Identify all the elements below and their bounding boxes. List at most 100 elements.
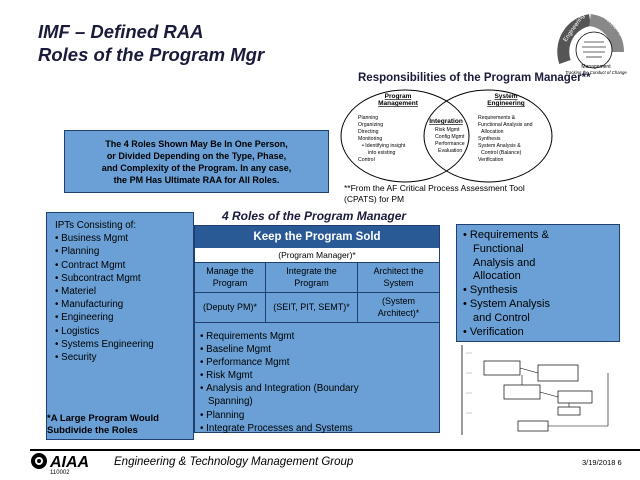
ipts-item: Systems Engineering xyxy=(55,338,187,351)
keep-program-sold: Keep the Program Sold xyxy=(195,226,439,248)
footer-group-name: Engineering & Technology Management Grou… xyxy=(114,456,354,468)
logo-caption-1: Management xyxy=(581,64,611,70)
role-owner-line: (SEIT, PIT, SEMT)* xyxy=(273,302,350,312)
venn-center-item: Evaluation xyxy=(438,148,462,154)
roles-note-line: or Divided Depending on the Type, Phase, xyxy=(106,150,287,161)
se-item-cont: Allocation xyxy=(473,270,521,283)
venn-center-item: Risk Mgmt xyxy=(435,127,460,133)
responsibility-item: Performance Mgmt xyxy=(200,356,359,369)
responsibilities-list: Requirements Mgmt Baseline Mgmt Performa… xyxy=(200,330,359,435)
source-note-line: (CPATS) for PM xyxy=(344,194,405,204)
responsibility-item: Integrate Processes and Systems xyxy=(200,422,359,435)
responsibility-item: Planning xyxy=(200,409,359,422)
ipts-item: Subcontract Mgmt xyxy=(55,272,187,285)
responsibility-item: Spanning) xyxy=(208,396,253,408)
venn-left-item: Monitoring xyxy=(358,136,382,142)
responsibility-item: Baseline Mgmt xyxy=(200,343,359,356)
roles-note-line: the PM Has Ultimate RAA for All Roles. xyxy=(113,174,280,185)
role-owner-deputy-pm: (Deputy PM)* xyxy=(195,292,265,322)
ipts-note-line: Subdivide the Roles xyxy=(47,425,138,436)
role-name-line: Manage the xyxy=(206,266,254,276)
venn-right-title-2: Engineering xyxy=(487,100,525,107)
role-name-line: Architect the xyxy=(373,266,424,276)
title-line-1: IMF – Defined RAA xyxy=(38,21,204,42)
ipts-item: Planning xyxy=(55,245,187,258)
aiaa-seal-icon xyxy=(31,453,47,469)
ipts-item: Logistics xyxy=(55,325,187,338)
venn-right-item: Allocation xyxy=(481,129,504,135)
venn-left-title-1: Program xyxy=(385,93,412,100)
roles-note-line: and Complexity of the Program. In any ca… xyxy=(101,162,292,173)
title-line-2: Roles of the Program Mgr xyxy=(38,44,265,65)
se-item-cont: Functional xyxy=(473,242,524,255)
ipts-item: Security xyxy=(55,351,187,364)
role-name-line: Integrate the xyxy=(286,266,337,276)
footer-date-page: 3/19/2018 6 xyxy=(582,458,622,467)
aiaa-logo-text: AIAA xyxy=(50,454,90,471)
source-note: **From the AF Critical Process Assessmen… xyxy=(344,183,584,205)
ipts-item: Engineering xyxy=(55,311,187,324)
roles-table: Keep the Program Sold (Program Manager)*… xyxy=(194,225,440,435)
divider xyxy=(195,292,439,293)
program-manager-label: (Program Manager)* xyxy=(195,248,439,262)
systems-engineering-box: • Requirements & Functional Analysis and… xyxy=(456,224,620,342)
venn-left-item: Organizing xyxy=(358,122,383,128)
divider xyxy=(195,322,439,323)
ipts-list: Business Mgmt Planning Contract Mgmt Sub… xyxy=(55,232,187,364)
ipts-item: Manufacturing xyxy=(55,298,187,311)
venn-left-item: Planning xyxy=(358,115,378,121)
venn-left-item: into existing xyxy=(368,150,396,156)
divider xyxy=(265,262,266,322)
venn-center-item: Config Mgmt xyxy=(435,134,465,140)
venn-right-item: Verification xyxy=(478,157,503,163)
venn-center-item: Performance xyxy=(435,141,465,147)
ipts-item: Contract Mgmt xyxy=(55,259,187,272)
venn-right-item: Functional Analysis and xyxy=(478,122,533,128)
role-name-line: Program xyxy=(294,278,329,288)
divider xyxy=(357,262,358,322)
logo-caption-2: Tracking the Conduct of Change xyxy=(565,70,627,75)
roles-note-line: The 4 Roles Shown May Be In One Person, xyxy=(105,138,288,149)
role-name-line: System xyxy=(383,278,414,288)
role-owner-seit: (SEIT, PIT, SEMT)* xyxy=(266,292,357,322)
source-note-line: **From the AF Critical Process Assessmen… xyxy=(344,183,525,193)
role-owner-line: (Deputy PM)* xyxy=(202,302,257,312)
se-item-cont: and Control xyxy=(473,311,530,324)
venn-right-item: Requirements & xyxy=(478,115,516,121)
ipts-item: Materiel xyxy=(55,285,187,298)
responsibility-item: Risk Mgmt xyxy=(200,369,359,382)
se-item: • System Analysis xyxy=(463,297,551,310)
venn-right-item: Control (Balance) xyxy=(481,150,522,156)
footer-rule xyxy=(30,449,640,451)
page-title: IMF – Defined RAA Roles of the Program M… xyxy=(38,20,264,66)
role-owner-line: Architect)* xyxy=(377,308,420,318)
venn-right-title-1: System xyxy=(494,93,517,100)
role-owner-line: (System xyxy=(381,296,415,306)
process-flow-diagram xyxy=(461,345,609,435)
venn-right-item: Synthesis xyxy=(478,136,501,142)
ipts-box: IPTs Consisting of: Business Mgmt Planni… xyxy=(46,212,194,440)
ipts-item: Business Mgmt xyxy=(55,232,187,245)
venn-left-item: Control xyxy=(358,157,375,163)
ipts-note-line: *A Large Program Would xyxy=(47,413,159,424)
venn-diagram: Program Management Integration System En… xyxy=(340,89,553,183)
venn-left-item: Directing xyxy=(358,129,379,135)
se-item-cont: Analysis and xyxy=(473,256,536,269)
ipts-heading: IPTs Consisting of: xyxy=(55,220,137,231)
responsibility-item: Analysis and Integration (Boundary xyxy=(200,382,359,395)
footer-code: 110002 xyxy=(50,470,70,476)
four-roles-title: 4 Roles of the Program Manager xyxy=(222,209,407,223)
venn-left-item: • Identifying insight xyxy=(362,143,406,149)
se-item: • Synthesis xyxy=(463,284,518,297)
management-logo: Engineering Technology Management Tracki… xyxy=(557,13,627,75)
se-item: • Requirements & xyxy=(463,229,549,241)
roles-note-box: The 4 Roles Shown May Be In One Person, … xyxy=(64,130,329,193)
se-item: • Verification xyxy=(463,325,524,338)
role-name-line: Program xyxy=(212,278,248,288)
ipts-note: *A Large Program Would Subdivide the Rol… xyxy=(47,413,159,437)
venn-center-title: Integration xyxy=(429,118,463,125)
